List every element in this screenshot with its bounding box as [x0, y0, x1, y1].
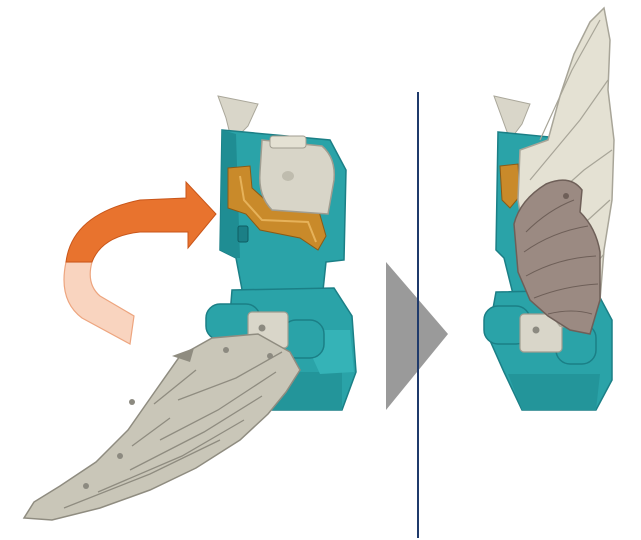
left-hinge-screw [259, 325, 266, 332]
rotation-arrow-tail [64, 262, 134, 344]
right-wing-rivet [563, 193, 569, 199]
rotation-arrow-arc [66, 182, 216, 262]
right-foot-front [508, 374, 600, 410]
left-top-tab [270, 136, 306, 148]
right-figure [484, 8, 614, 410]
left-top-cylinder [260, 140, 335, 214]
left-slot [238, 226, 248, 242]
right-hinge-screw [533, 327, 540, 334]
left-cylinder-hole [282, 171, 294, 181]
rotation-arrow [64, 182, 216, 344]
left-wing [24, 334, 300, 520]
